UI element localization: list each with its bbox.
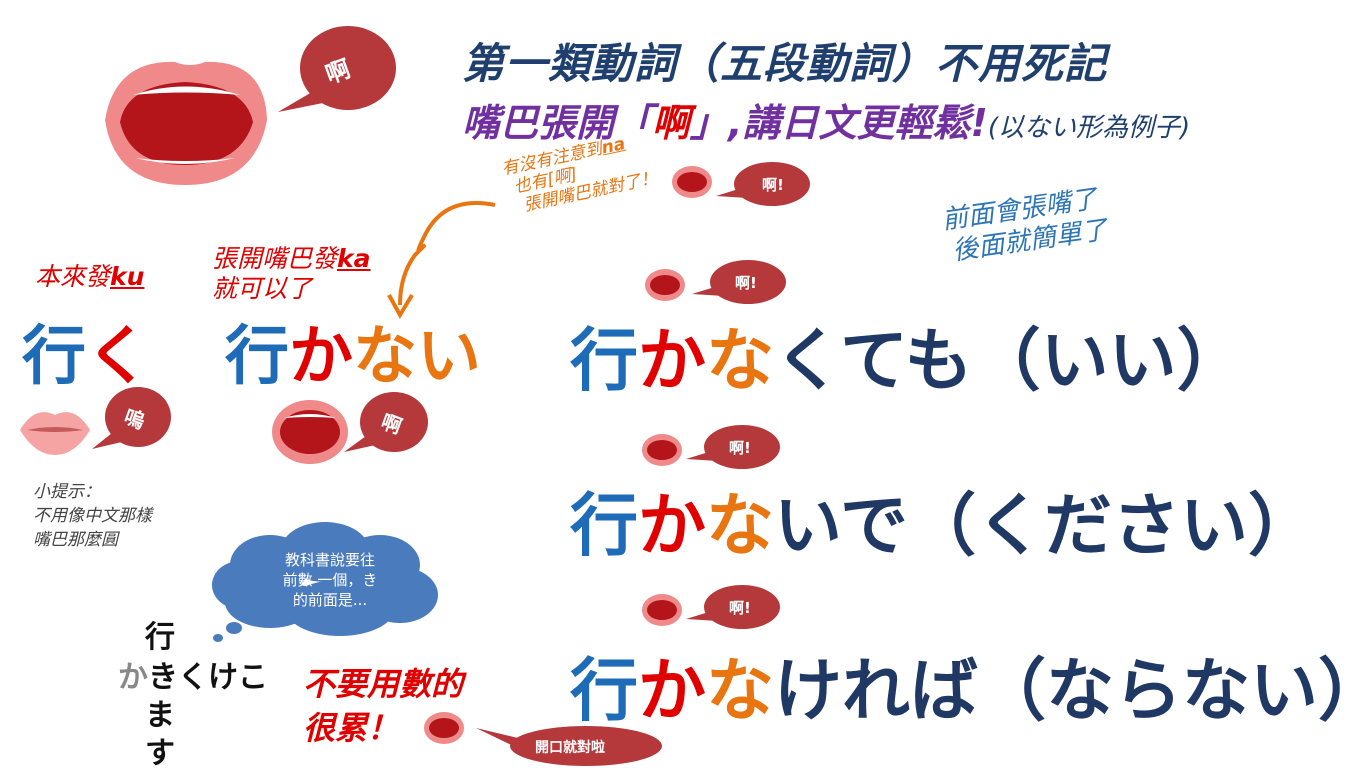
row2-na: な: [706, 487, 775, 566]
row3-na: な: [706, 652, 775, 731]
word-iku: 行く: [22, 305, 150, 397]
speech-bubble-icon: [92, 387, 171, 449]
cloud-line3: 的前面是...: [292, 591, 368, 609]
note-front-back: 前面會張嘴了 後面就簡單了: [940, 182, 1109, 268]
note-ku-romaji: ku: [110, 262, 145, 291]
row3-bubble-text: 啊!: [729, 599, 751, 617]
note-ka-text: 張開嘴巴發: [212, 244, 338, 273]
speech-bubble-icon: [278, 26, 396, 112]
row1-bubble-text: 啊!: [735, 274, 757, 292]
note-ka: 張開嘴巴發ka 就可以了: [212, 244, 371, 304]
speech-bubble-icon: [692, 260, 786, 304]
tired-line2: 很累！: [303, 709, 400, 747]
open-mouth-icon: [272, 400, 348, 464]
cloud-line2: 前數 一個，き: [282, 571, 378, 589]
tip-line3: 嘴巴那麼圓: [33, 530, 118, 550]
row-ikanaide: 行かないで（ください）: [570, 470, 1316, 569]
pursed-mouth-icon: [20, 412, 90, 455]
cloud-line1: 教科書說要往: [284, 551, 375, 569]
note-ka-romaji: ka: [337, 244, 371, 273]
small-mouth-icon: [645, 269, 685, 301]
subtitle-example-note: (以ない形為例子): [987, 113, 1191, 143]
speech-bubble-icon: [686, 585, 780, 629]
row1-na: な: [706, 322, 775, 401]
small-mouth-icon: [642, 434, 682, 466]
row2-ka: か: [638, 487, 707, 566]
small-mouth-icon: [424, 712, 464, 744]
note-ku-text: 本來發: [35, 262, 111, 291]
subtitle-part-b: 」,講日文更輕鬆!: [690, 101, 988, 145]
row3-rest: ければ（ならない）: [774, 652, 1366, 731]
speech-bubble-icon: [476, 726, 662, 766]
cloud-text: 教科書說要往 前數 一個，き 的前面是...: [250, 550, 410, 610]
conj-row: かきくけこ: [118, 652, 268, 696]
word-ikanai-ka: か: [289, 320, 353, 394]
tired-note: 不要用數的 很累！: [303, 662, 463, 750]
bottom-bubble-text: 開口就對啦: [535, 740, 605, 756]
subtitle-highlight: 啊: [652, 101, 691, 145]
tip-line1: 小提示：: [33, 482, 101, 502]
word-ikanai: 行かない: [225, 305, 481, 397]
tip-note: 小提示： 不用像中文那樣 嘴巴那麼圓: [33, 480, 152, 552]
na-bubble-text: 啊!: [762, 176, 784, 194]
subtitle-part-a: 嘴巴張開「: [462, 101, 653, 145]
row2-bubble-text: 啊!: [729, 439, 751, 457]
note-ka-line2: 就可以了: [212, 274, 313, 303]
tired-line1: 不要用數的: [303, 665, 464, 703]
word-ikanai-kanji: 行: [225, 320, 289, 394]
curved-arrow-icon: [387, 201, 496, 320]
word-iku-kana: く: [86, 320, 150, 394]
row1-ka: か: [638, 322, 707, 401]
note-ku: 本來發ku: [35, 262, 144, 292]
conj-ma: ま: [145, 698, 175, 733]
row1-kanji: 行: [570, 322, 639, 401]
row3-ka: か: [638, 652, 707, 731]
speech-bubble-icon: [686, 425, 780, 469]
open-mouth-icon: [105, 61, 267, 185]
thought-cloud-icon: [212, 522, 438, 642]
row3-kanji: 行: [570, 652, 639, 731]
row-ikanakutemo: 行かなくても（いい）: [570, 305, 1245, 404]
small-mouth-icon: [642, 594, 682, 626]
conj-ka: か: [118, 660, 148, 695]
conj-top: 行: [145, 620, 175, 655]
speech-bubble-icon: [344, 392, 428, 452]
row2-kanji: 行: [570, 487, 639, 566]
row2-rest: いで（ください）: [774, 487, 1317, 566]
small-mouth-icon: [672, 166, 712, 198]
page-subtitle: 嘴巴張開「啊」,講日文更輕鬆!(以ない形為例子): [462, 92, 1190, 147]
conj-su: す: [145, 736, 175, 771]
word-ikanai-nai: ない: [353, 320, 481, 394]
tip-line2: 不用像中文那樣: [33, 506, 152, 526]
row-ikanakereba: 行かなければ（ならない）: [570, 635, 1366, 734]
conj-rest: きくけこ: [148, 660, 268, 695]
row1-rest: くても（いい）: [774, 322, 1245, 401]
speech-bubble-icon: [716, 162, 810, 206]
word-iku-kanji: 行: [22, 320, 86, 394]
page-title: 第一類動詞（五段動詞）不用死記: [462, 39, 1108, 88]
